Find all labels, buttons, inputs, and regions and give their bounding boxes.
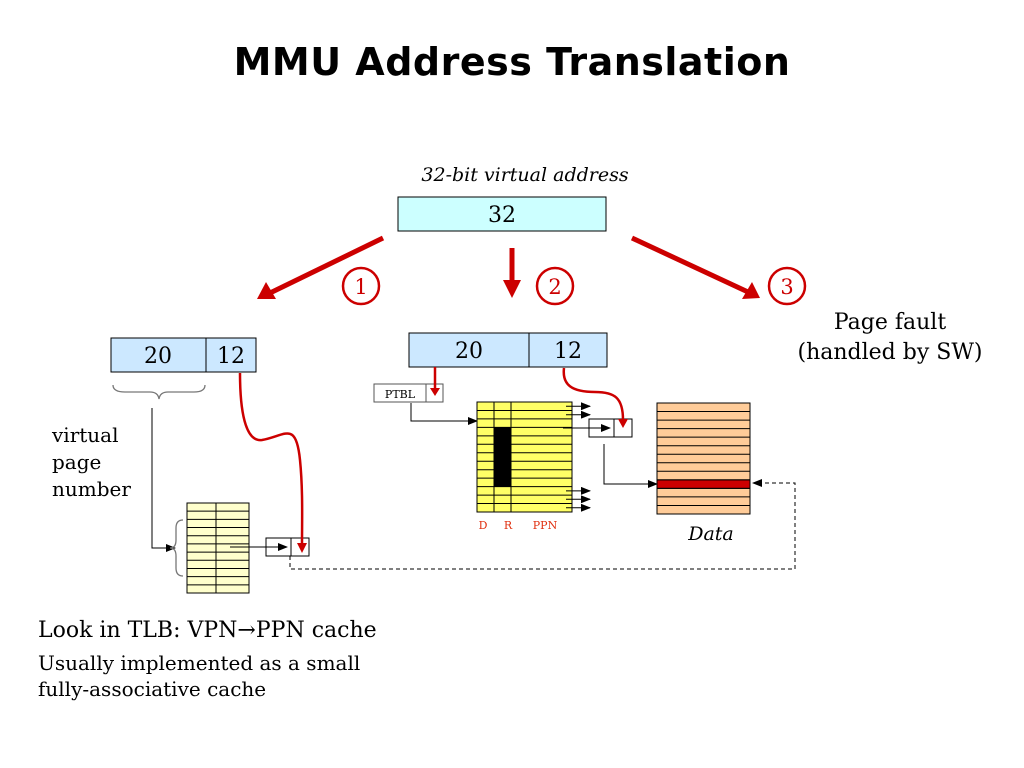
step-2-arrow bbox=[503, 248, 521, 298]
vpn-label: virtual page number bbox=[52, 422, 131, 503]
vpn-label-line-2: page bbox=[52, 450, 102, 474]
column-label-d: D bbox=[479, 519, 488, 532]
tlb-vpn-field bbox=[110, 337, 207, 373]
tlb-table-body bbox=[186, 502, 250, 594]
step-3-badge bbox=[767, 266, 807, 306]
virtual-address-bits: 32 bbox=[488, 203, 516, 228]
notes-body: Usually implemented as a small fully-ass… bbox=[38, 650, 360, 702]
notes-heading: Look in TLB: VPN→PPN cache bbox=[38, 618, 377, 643]
vpn-to-tlb-line bbox=[151, 408, 176, 552]
page-fault-label: Page fault (handled by SW) bbox=[770, 308, 1010, 368]
page-fault-line-2: (handled by SW) bbox=[797, 340, 983, 365]
vpn-index-arrowhead bbox=[430, 388, 440, 396]
step-1-arrow bbox=[257, 235, 385, 299]
tlb-offset-field bbox=[205, 337, 257, 373]
ptbl-label: PTBL bbox=[385, 388, 416, 401]
notes-line-3: fully-associative cache bbox=[38, 677, 267, 701]
slide-title: MMU Address Translation bbox=[233, 40, 791, 84]
step-1-number: 1 bbox=[354, 275, 367, 299]
column-label-ppn: PPN bbox=[533, 519, 558, 532]
vpn-label-line-3: number bbox=[52, 477, 131, 501]
tlb-to-data-arrowhead bbox=[752, 479, 762, 487]
step-3-number: 3 bbox=[780, 275, 793, 299]
tlb-offset-bits: 12 bbox=[217, 344, 245, 369]
step-2-number: 2 bbox=[548, 275, 561, 299]
page-table-resident-block bbox=[494, 427, 511, 487]
pt-offset-field bbox=[528, 332, 608, 368]
pt-offset-path bbox=[562, 367, 625, 421]
pt-offset-bits: 12 bbox=[554, 339, 582, 364]
page-table-body bbox=[476, 401, 573, 513]
tlb-vpn-bits: 20 bbox=[144, 344, 172, 369]
ptbl-to-table-line bbox=[410, 403, 478, 425]
page-table bbox=[476, 401, 591, 513]
notes-line-2: Usually implemented as a small bbox=[38, 651, 361, 675]
data-memory-selected-row bbox=[656, 479, 751, 489]
virtual-address-caption: 32-bit virtual address bbox=[421, 164, 628, 186]
tlb-offset-arrowhead bbox=[297, 543, 307, 553]
step-1-badge bbox=[341, 266, 381, 306]
tlb-table bbox=[186, 502, 250, 594]
column-label-r: R bbox=[504, 519, 513, 532]
pt-to-data-line bbox=[603, 444, 658, 488]
data-memory-body bbox=[656, 402, 751, 515]
data-label: Data bbox=[687, 523, 734, 545]
vpn-underbrace bbox=[112, 384, 206, 400]
vpn-label-line-1: virtual bbox=[52, 423, 119, 447]
tlb-brace bbox=[169, 519, 184, 577]
tlb-to-data-dashed-line bbox=[289, 482, 796, 570]
step-3-arrow bbox=[630, 235, 760, 299]
pt-offset-arrowhead bbox=[618, 419, 628, 428]
page-fault-line-1: Page fault bbox=[833, 310, 947, 335]
data-memory bbox=[656, 402, 751, 515]
pt-vpn-bits: 20 bbox=[455, 339, 483, 364]
virtual-address-box bbox=[397, 196, 607, 232]
step-2-badge bbox=[535, 266, 575, 306]
pt-vpn-field bbox=[408, 332, 530, 368]
tlb-offset-path bbox=[238, 372, 304, 546]
